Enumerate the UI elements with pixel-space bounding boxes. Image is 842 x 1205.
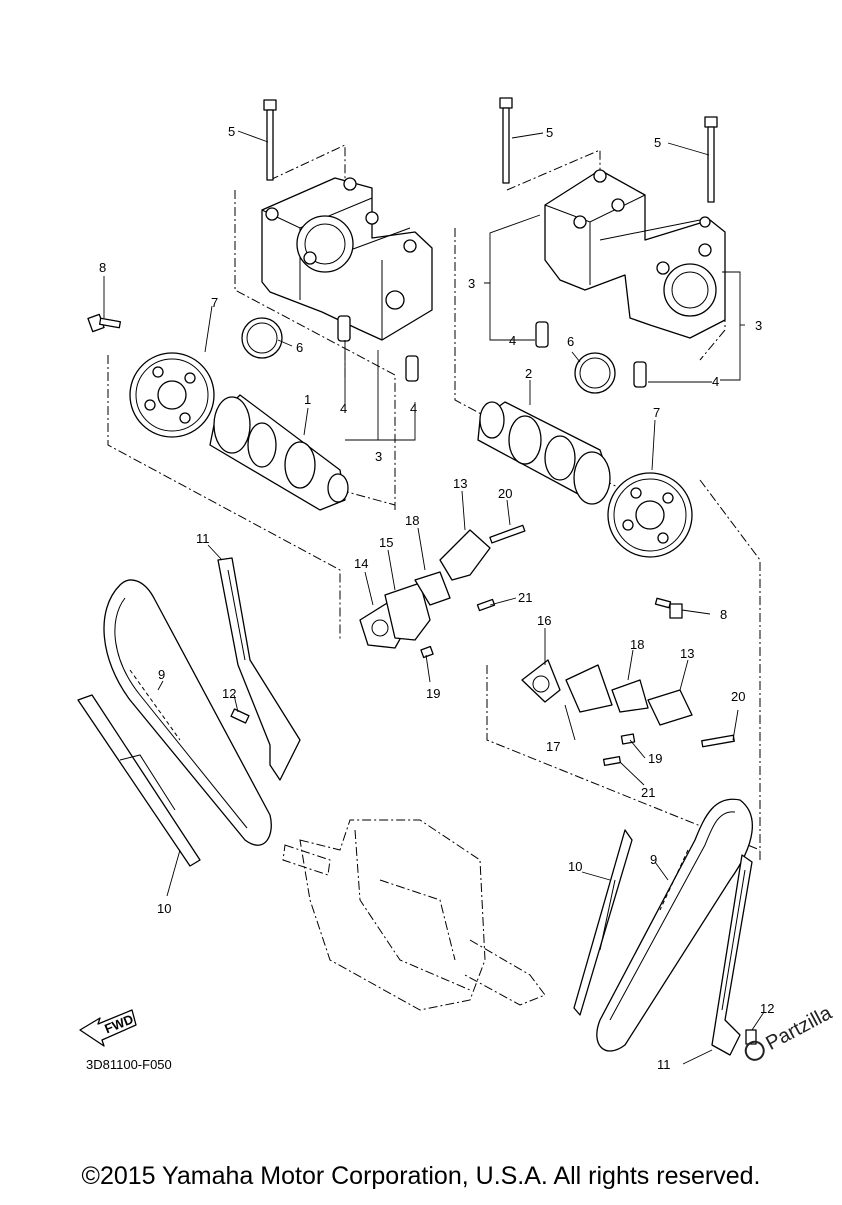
callout-1: 1 [304, 392, 311, 407]
callout-3-left: 3 [375, 449, 382, 464]
callout-4-right-a: 4 [509, 333, 516, 348]
callout-5-center: 5 [546, 125, 553, 140]
callout-16: 16 [537, 613, 551, 628]
callout-7-left: 7 [211, 295, 218, 310]
diagram-code: 3D81100-F050 [86, 1057, 172, 1072]
watermark: Partzilla [741, 1002, 842, 1067]
tensioner-lower [521, 659, 735, 766]
callout-20-lower: 20 [731, 689, 745, 704]
chain-guide-11-left [217, 557, 301, 781]
camshaft-holder-left [261, 177, 433, 341]
callout-17: 17 [546, 739, 560, 754]
cam-chain-right [596, 798, 753, 1052]
callout-10-left: 10 [157, 901, 171, 916]
callout-6-left: 6 [296, 340, 303, 355]
callout-19-upper: 19 [426, 686, 440, 701]
dowel-pins [337, 315, 647, 388]
callout-7-right: 7 [653, 405, 660, 420]
callout-4-left-b: 4 [410, 401, 417, 416]
callout-8-right: 8 [720, 607, 727, 622]
guide-bolts [230, 708, 757, 1045]
callout-5-right: 5 [654, 135, 661, 150]
callout-18-lower: 18 [630, 637, 644, 652]
cam-chain-left [103, 579, 272, 846]
callout-3-right-lower: 3 [755, 318, 762, 333]
callout-11-right: 11 [657, 1057, 671, 1072]
callout-4-right-b: 4 [712, 374, 719, 389]
copyright-notice: ©2015 Yamaha Motor Corporation, U.S.A. A… [81, 1162, 761, 1190]
bolt-right [704, 116, 718, 203]
callout-13-upper: 13 [453, 476, 467, 491]
leader-lines [103, 130, 765, 1065]
camshaft-1 [209, 394, 349, 511]
callout-21-upper: 21 [518, 590, 532, 605]
sprocket-bolt-right [654, 597, 683, 619]
crankshaft-phantom [282, 819, 546, 1011]
tensioner-upper [359, 524, 526, 659]
callout-14: 14 [354, 556, 368, 571]
callout-8-left: 8 [99, 260, 106, 275]
callout-15: 15 [379, 535, 393, 550]
sprocket-bolt-left [87, 313, 122, 333]
callout-2: 2 [525, 366, 532, 381]
fwd-arrow-icon: FWD [79, 1009, 137, 1047]
camshaft-2 [477, 401, 611, 505]
cam-sprocket-left [129, 352, 215, 438]
callout-19-lower: 19 [648, 751, 662, 766]
callout-9-right: 9 [650, 852, 657, 867]
callout-4-left-a: 4 [340, 401, 347, 416]
chain-guide-10-left [77, 694, 201, 867]
callout-10-right: 10 [568, 859, 582, 874]
callout-13-lower: 13 [680, 646, 694, 661]
callout-12-left: 12 [222, 686, 236, 701]
callout-3-right-upper: 3 [468, 276, 475, 291]
callout-5-left: 5 [228, 124, 235, 139]
callout-21-lower: 21 [641, 785, 655, 800]
callout-20-upper: 20 [498, 486, 512, 501]
bolt-center [499, 97, 513, 184]
callout-9-left: 9 [158, 667, 165, 682]
circlip-right [574, 352, 616, 394]
callout-numbers: 1 2 3 3 3 4 4 4 4 5 5 5 6 6 7 7 8 8 9 9 … [99, 124, 774, 1072]
circlip-left [241, 317, 283, 359]
callout-18-upper: 18 [405, 513, 419, 528]
callout-6-right: 6 [567, 334, 574, 349]
callout-11-left: 11 [196, 531, 210, 546]
chain-guide-11-right [711, 854, 753, 1056]
camshaft-holder-right [544, 169, 726, 339]
bolt-left [263, 99, 277, 181]
chain-guide-10-right [573, 829, 633, 1016]
cam-sprocket-right [607, 472, 693, 558]
callout-12-right: 12 [760, 1001, 774, 1016]
